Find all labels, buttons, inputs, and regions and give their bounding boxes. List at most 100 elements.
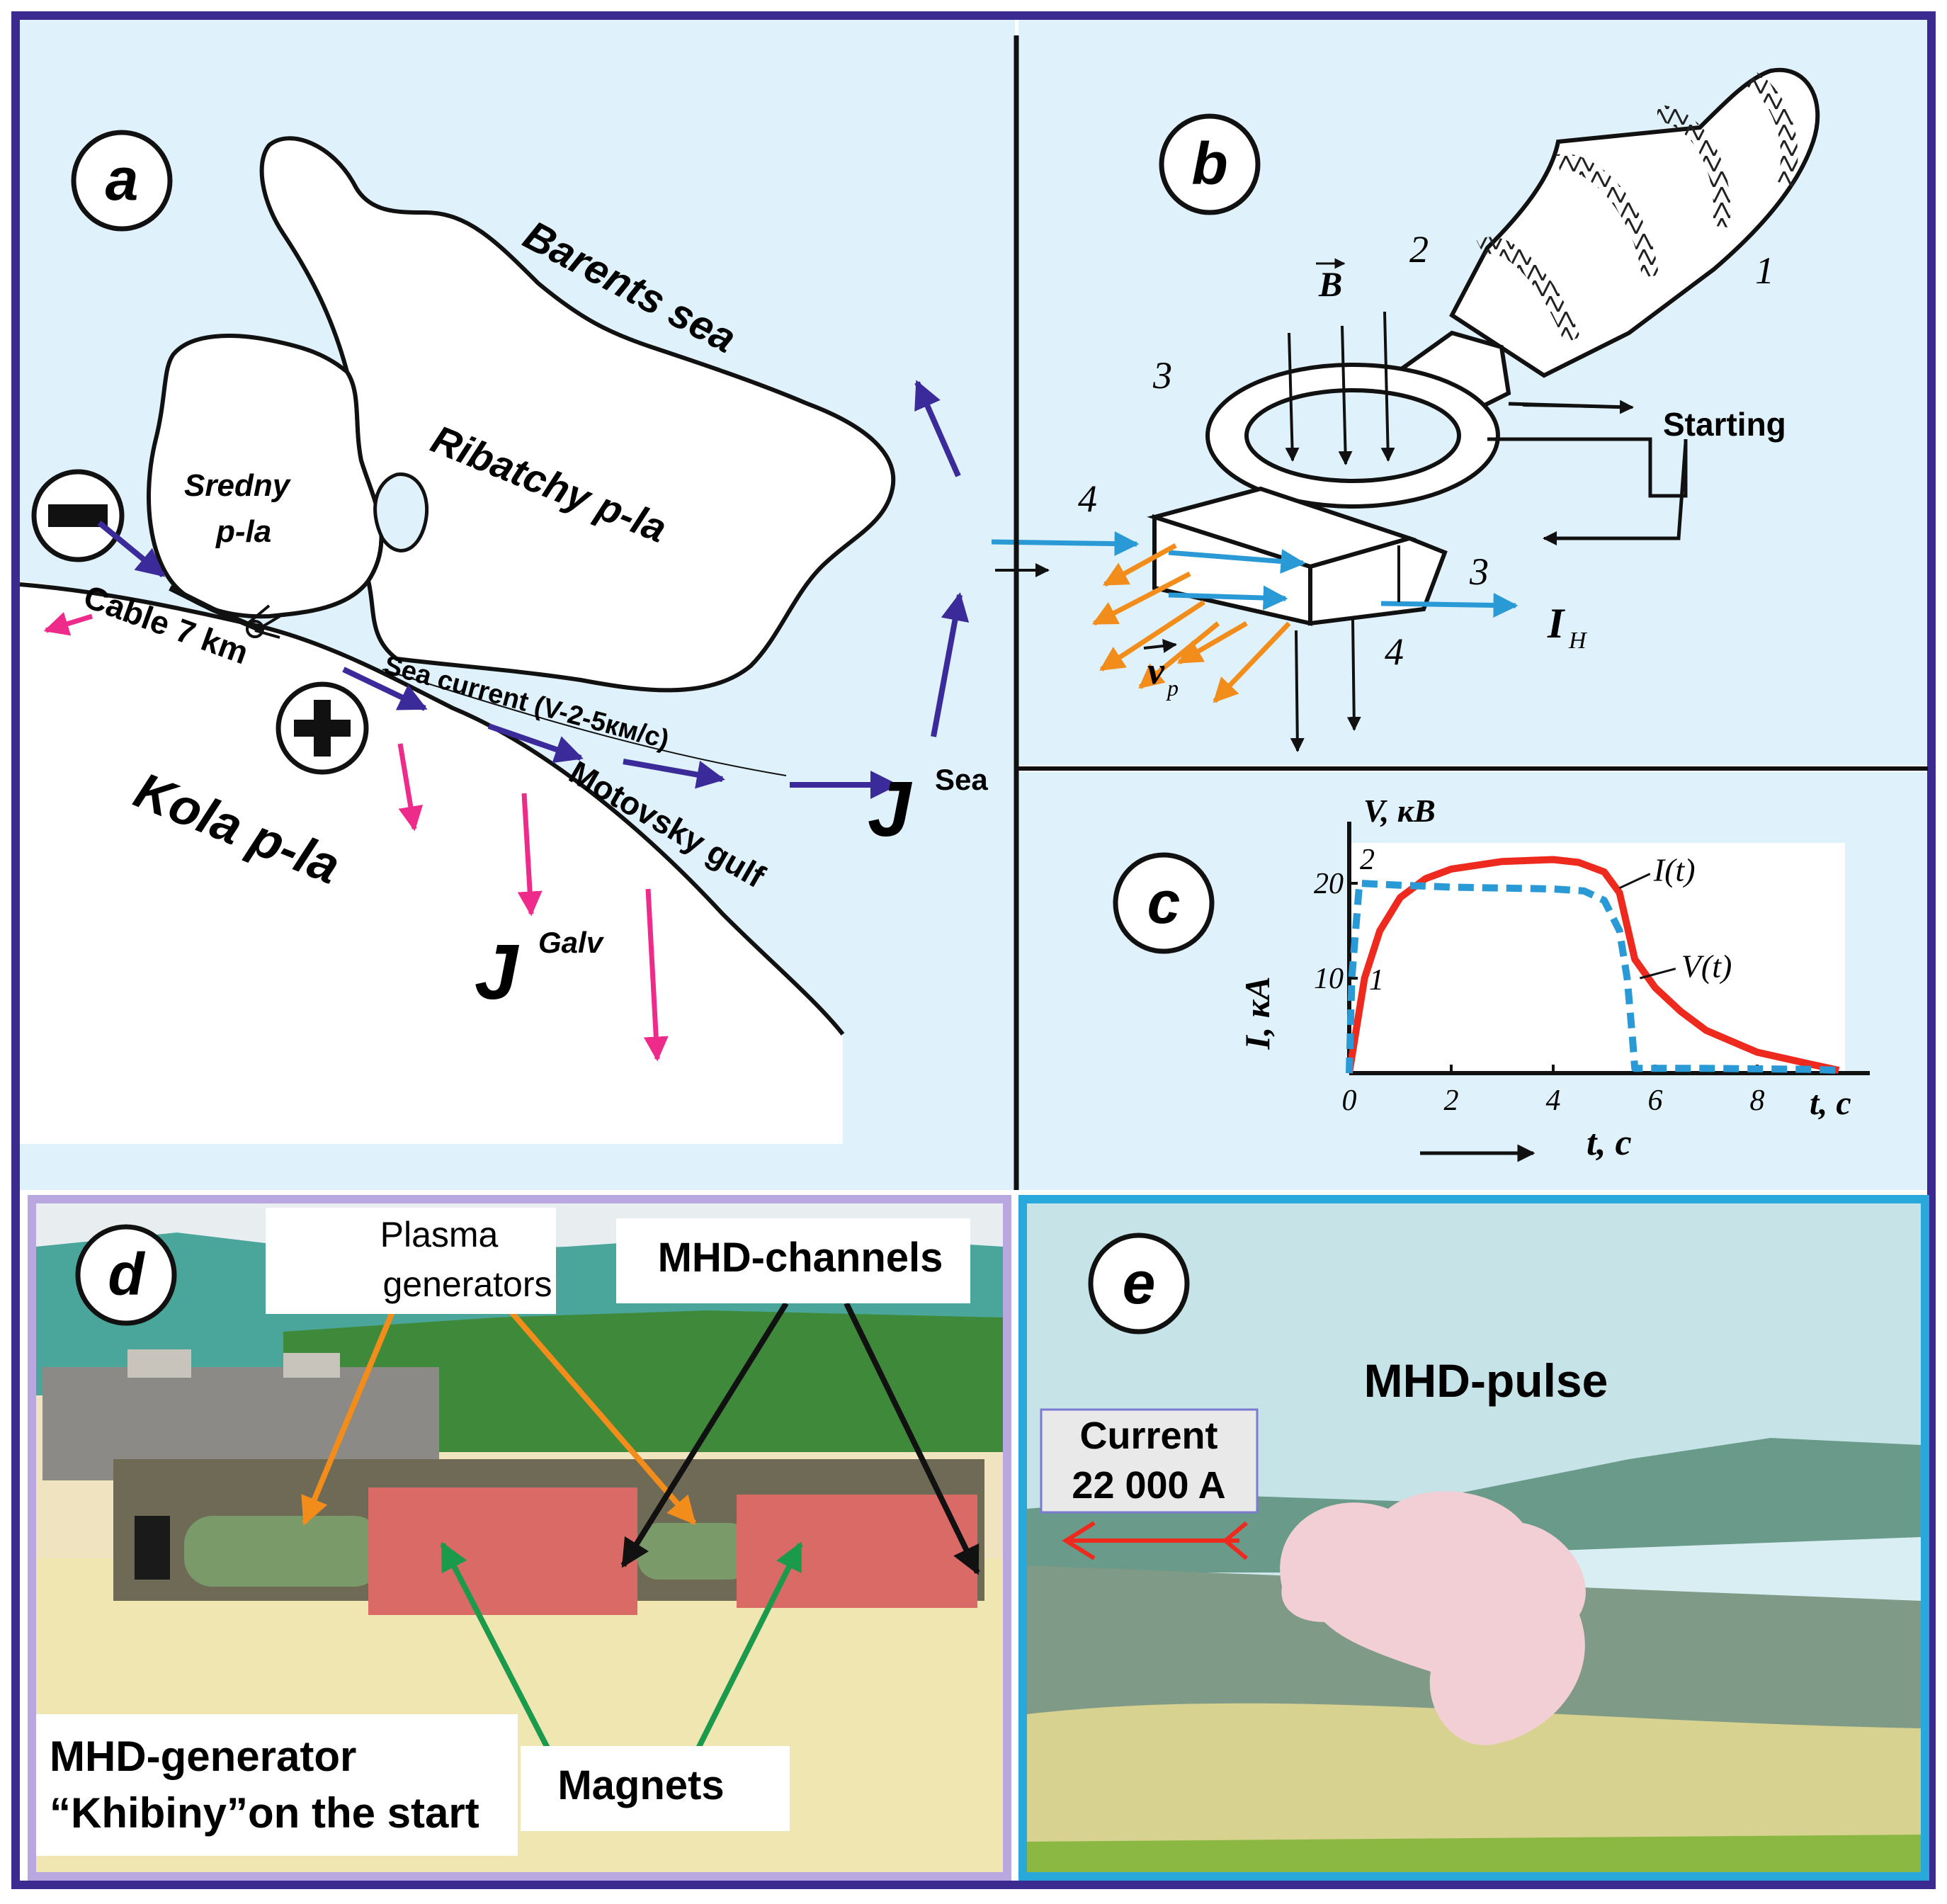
svg-text:I: I <box>1547 600 1566 647</box>
arrow-plasma-2 <box>507 1308 697 1526</box>
panel-e: e MHD-pulse Current 22 000 A <box>1018 1195 1929 1881</box>
y-label-top: V, кВ <box>1363 793 1436 829</box>
cable-junction <box>246 620 264 638</box>
panel-c-letter-badge: c <box>1113 852 1215 954</box>
magnet-1 <box>368 1488 637 1615</box>
label-j-sea: J Sea <box>868 763 988 853</box>
trees <box>283 1310 1003 1452</box>
x-tick-label: 8 <box>1750 1084 1765 1117</box>
magnet-coil-2 <box>1556 154 1659 278</box>
x-tick-label: 6 <box>1648 1084 1663 1117</box>
panel-d-letter-badge: d <box>75 1224 177 1326</box>
magnet-2 <box>737 1495 977 1608</box>
magnet-coil-4 <box>1744 70 1798 187</box>
marker-2: 2 <box>1360 844 1375 876</box>
label-plasma-1: Plasma <box>380 1215 499 1254</box>
series-line-current <box>1346 856 1840 1074</box>
marker-1: 1 <box>1369 964 1384 997</box>
x-tick-label: 0 <box>1342 1084 1357 1117</box>
label-mhd-pulse: MHD-pulse <box>1364 1354 1608 1407</box>
ribatchy-peninsula <box>259 136 896 693</box>
y-label-left: I, кА <box>1237 976 1277 1050</box>
label-j-galv: J Galv <box>475 926 605 1016</box>
panel-d: d Plasma generators MHD-channels Magnets… <box>28 1195 1011 1881</box>
label-n3-left: 3 <box>1152 354 1172 397</box>
panel-b-letter-badge: b <box>1159 113 1261 215</box>
svg-text:Galv: Galv <box>538 926 605 959</box>
arrow-magnet-2 <box>677 1541 803 1786</box>
label-current-2: 22 000 A <box>1072 1464 1225 1507</box>
plus-electrode <box>276 681 369 775</box>
chart-plot-area <box>1349 843 1845 1073</box>
label-b-vector: B <box>1318 264 1342 304</box>
panel-a-letter: a <box>106 146 139 212</box>
svg-text:H: H <box>1568 628 1588 654</box>
label-generator-1: MHD-generator <box>50 1733 356 1780</box>
vp-arrow <box>1143 639 1177 653</box>
ribatchy-bay <box>373 472 429 552</box>
svg-text:J: J <box>868 766 913 853</box>
chart-c: 0 2 4 6 8 10 20 I(t) V(t) 1 2 <box>1314 822 1870 1117</box>
panel-e-letter-badge: e <box>1088 1232 1190 1334</box>
sea-current-line <box>382 669 787 776</box>
label-n3-right: 3 <box>1469 550 1489 593</box>
current-arrows-galv <box>43 612 669 1062</box>
y-tick-label: 10 <box>1314 963 1344 995</box>
label-n1: 1 <box>1755 249 1774 292</box>
label-v-p: v p <box>1147 650 1179 701</box>
curve-label-voltage: V(t) <box>1681 948 1732 985</box>
current-arrows-orange <box>1091 543 1291 703</box>
arrow-channel-1 <box>620 1301 789 1568</box>
x-tick-label: 2 <box>1444 1084 1459 1117</box>
label-sredny-1: Sredny <box>184 468 292 503</box>
panel-e-letter: e <box>1123 1250 1156 1316</box>
label-generator-2: “Khibiny”on the start <box>50 1789 479 1837</box>
cable-line <box>169 585 263 633</box>
label-sredny-2: p-la <box>215 514 271 549</box>
arrow-magnet-1 <box>440 1541 569 1786</box>
svg-text:p: p <box>1166 675 1179 701</box>
svg-text:Sea: Sea <box>935 763 988 796</box>
current-arrows-sea <box>97 380 970 799</box>
plasma-generator-2 <box>637 1523 751 1580</box>
magnet-coil-3 <box>1657 105 1731 228</box>
current-direction-arrow <box>1062 1521 1248 1560</box>
panel-c-letter: c <box>1147 869 1181 936</box>
x-tick-label: 4 <box>1546 1084 1561 1117</box>
panel-b: b B 1 2 3 3 4 4 Starting I H v p <box>991 20 1927 765</box>
grass-strip <box>1027 1835 1921 1872</box>
mhd-pulse-cloud <box>1280 1491 1586 1745</box>
panel-a: a Barents sea Ribatchy p-la Sredny p-la … <box>19 20 1015 1190</box>
arrow-channel-2 <box>844 1302 980 1575</box>
panel-a-letter-badge: a <box>71 130 173 232</box>
panel-c: c 0 2 4 6 8 10 20 I(t) V(t) 1 2 I, кА V, кВ t, c t… <box>1018 772 1927 1190</box>
label-n4-left: 4 <box>1078 477 1097 520</box>
foreground <box>1027 1703 1921 1872</box>
svg-text:v: v <box>1147 650 1165 692</box>
x-label: t, c <box>1586 1123 1632 1163</box>
label-n2: 2 <box>1409 228 1429 271</box>
magnet-coil-1 <box>1476 237 1581 344</box>
curve-label-current: I(t) <box>1653 852 1696 888</box>
label-plasma-2: generators <box>382 1264 552 1304</box>
y-tick-label: 20 <box>1314 868 1344 900</box>
kola-coastline <box>19 582 845 1036</box>
b-field-arrows <box>1285 311 1395 752</box>
panel-b-letter: b <box>1191 130 1227 197</box>
kola-land <box>20 581 843 1144</box>
svg-text:J: J <box>475 929 520 1016</box>
label-magnets: Magnets <box>557 1762 724 1808</box>
current-leader <box>1618 873 1651 890</box>
arrow-plasma-1 <box>301 1309 396 1526</box>
x-label-end: t, c <box>1810 1084 1851 1122</box>
label-n4-right: 4 <box>1385 630 1404 673</box>
cable-branch <box>246 604 281 639</box>
label-starting: Starting <box>1663 406 1786 443</box>
electrode-ring-inner <box>1244 388 1461 483</box>
current-box <box>1040 1408 1259 1514</box>
label-mhd-channels: MHD-channels <box>658 1235 943 1281</box>
label-current-1: Current <box>1079 1415 1217 1457</box>
label-i-h: I H <box>1547 600 1588 654</box>
